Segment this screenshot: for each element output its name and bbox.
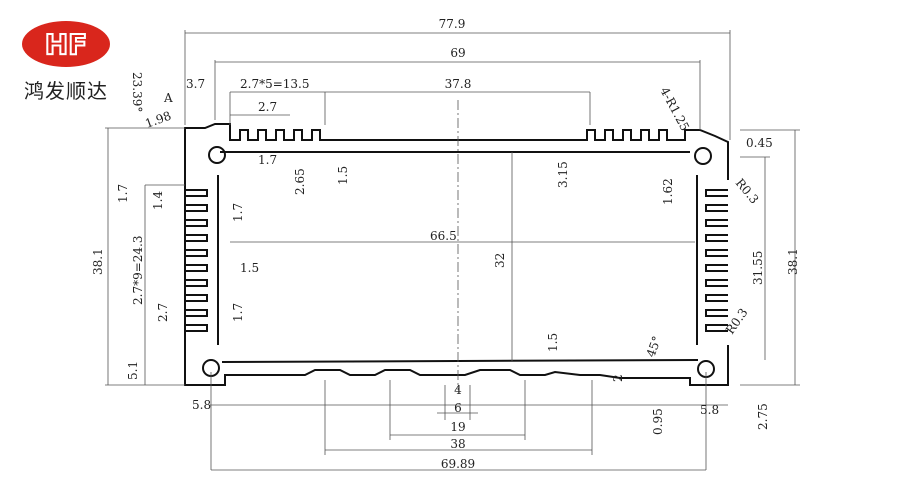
dim-fin-span: 37.8 — [445, 77, 472, 91]
dim-fin-pitch: 2.7 — [258, 100, 277, 114]
dim-fin-pitch-top: 2.7*5=13.5 — [240, 77, 310, 91]
profile-outline — [184, 100, 729, 390]
dim-slot-6: 6 — [454, 401, 462, 415]
dim-radius-top: R0.3 — [733, 176, 762, 207]
dim-chamfer-angle: 45° — [644, 334, 664, 359]
dim-groove: 0.95 — [651, 408, 665, 435]
dim-wall-top: 1.5 — [336, 166, 350, 185]
dim-bottom-offset: 5.1 — [126, 361, 140, 380]
dim-fin-pitch-side: 2.7*9=24.3 — [131, 236, 145, 306]
dim-side-height: 31.55 — [751, 251, 765, 285]
dim-step: 2 — [611, 374, 625, 382]
dim-foot-height: 2.75 — [756, 403, 770, 430]
dimension-labels: 77.9 69 37.8 2.7*5=13.5 2.7 3.7 23.39° 1… — [91, 17, 800, 471]
dim-cavity-height: 32 — [493, 253, 507, 268]
dim-corner-width: 3.7 — [186, 77, 205, 91]
dim-side-pitch: 2.7 — [156, 303, 170, 322]
dim-left-1-7: 1.7 — [116, 184, 130, 203]
dimension-lines — [105, 30, 800, 471]
dim-foot-right: 5.8 — [700, 403, 719, 417]
dim-inner-width: 69 — [450, 46, 465, 60]
dim-offset: 0.45 — [746, 136, 773, 150]
dim-foot-left: 5.8 — [192, 398, 211, 412]
dim-top-fin-width: 1.7 — [258, 153, 277, 167]
dim-slot-4: 4 — [454, 383, 462, 397]
dim-left-fin-1-7: 1.7 — [231, 203, 245, 222]
brand-name: 鸿发顺达 — [24, 79, 108, 103]
dim-chamfer: 1.98 — [143, 109, 173, 131]
dim-overall-width: 77.9 — [439, 17, 466, 31]
dim-overall-height-right: 38.1 — [786, 248, 800, 275]
dim-side-wall: 1.5 — [240, 261, 259, 275]
dim-overall-height-left: 38.1 — [91, 248, 105, 275]
dim-fin-depth-top: 2.65 — [293, 168, 307, 195]
dim-left-1-4: 1.4 — [151, 191, 165, 210]
dim-span-19: 19 — [450, 420, 465, 434]
dim-corner-radius: 4-R1.25 — [657, 85, 692, 133]
dim-angle: 23.39° — [130, 72, 144, 112]
dim-hole-span: 69.89 — [441, 457, 475, 471]
dim-gap-right: 1.62 — [661, 178, 675, 205]
dim-span-38: 38 — [450, 437, 465, 451]
dim-fin-height-right: 3.15 — [556, 161, 570, 188]
dim-side-fin-1-7: 1.7 — [231, 303, 245, 322]
svg-text:HF: HF — [45, 28, 88, 61]
section-mark: A — [163, 91, 173, 105]
dim-cavity-width: 66.5 — [430, 229, 457, 243]
brand-logo: HF — [22, 21, 110, 67]
dim-bottom-wall: 1.5 — [546, 333, 560, 352]
